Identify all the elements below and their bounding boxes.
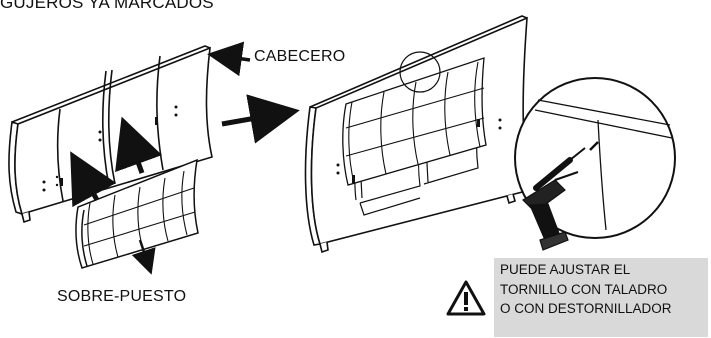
detail-highlight-circle [399,51,441,93]
assembled-overlay [342,57,487,186]
arrows-left [70,41,251,275]
overlay-grid [83,170,196,265]
headboard-left-holes [42,105,178,192]
detail-view [514,77,676,251]
assembled-holes [336,118,502,183]
label-sobre-puesto: SOBRE-PUESTO [57,288,187,305]
warning-line-3: O CON DESTORNILLADOR [500,301,672,316]
warning-note: PUEDE AJUSTAR EL TORNILLO CON TALADRO O … [446,258,711,338]
warning-line-2: TORNILLO CON TALADRO [500,281,668,297]
warning-text-box: PUEDE AJUSTAR EL TORNILLO CON TALADRO O … [494,258,708,337]
arrow-to-assembled [221,94,300,144]
diagram-title: GUJEROS YA MARCADOS [0,0,214,12]
label-cabecero: CABECERO [254,48,346,65]
warning-triangle-icon [446,280,486,316]
warning-line-1: PUEDE AJUSTAR EL [500,262,631,277]
